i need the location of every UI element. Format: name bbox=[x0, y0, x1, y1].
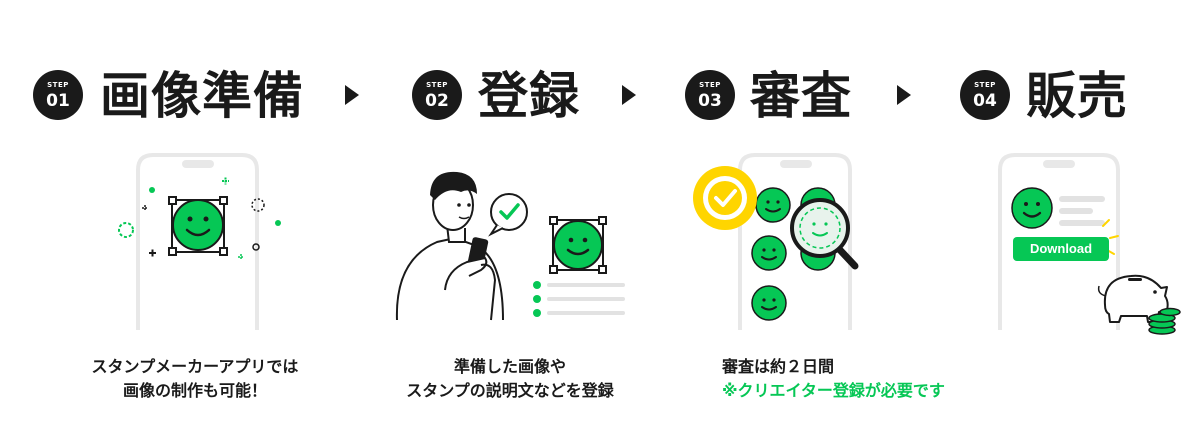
caption-line: 画像の制作も可能！ bbox=[122, 381, 267, 400]
step-number: 04 bbox=[973, 91, 997, 111]
download-button[interactable]: Download bbox=[1013, 237, 1109, 261]
step-01-badge: STEP 01 bbox=[33, 70, 83, 120]
step-02-illustration bbox=[395, 171, 625, 321]
step-03-badge: STEP 03 bbox=[685, 70, 735, 120]
arrow-right-icon bbox=[345, 85, 359, 105]
step-03-caption: 審査は約２日間 ※クリエイター登録が必要です bbox=[722, 355, 1022, 403]
step-number: 01 bbox=[46, 91, 70, 111]
download-button-label: Download bbox=[1029, 241, 1093, 256]
step-04-title: 販売 bbox=[1026, 67, 1128, 125]
step-01-title: 画像準備 bbox=[100, 67, 304, 125]
arrow-right-icon bbox=[897, 85, 911, 105]
step-01-caption: スタンプメーカーアプリでは 画像の制作も可能！ bbox=[62, 355, 328, 403]
caption-line: スタンプメーカーアプリでは bbox=[91, 357, 299, 376]
step-number: 03 bbox=[698, 91, 722, 111]
arrow-right-icon bbox=[622, 85, 636, 105]
step-03-title: 審査 bbox=[750, 67, 852, 125]
step-02-badge: STEP 02 bbox=[412, 70, 462, 120]
step-label: STEP bbox=[47, 81, 69, 89]
step-label: STEP bbox=[699, 81, 721, 89]
step-04-illustration bbox=[998, 153, 1181, 335]
step-04-badge: STEP 04 bbox=[960, 70, 1010, 120]
registration-note: ※クリエイター登録が必要です bbox=[722, 381, 945, 400]
step-02-caption: 準備した画像や スタンプの説明文などを登録 bbox=[370, 355, 650, 403]
step-label: STEP bbox=[426, 81, 448, 89]
step-03-illustration bbox=[693, 153, 859, 330]
step-01-illustration bbox=[118, 153, 281, 330]
step-label: STEP bbox=[974, 81, 996, 89]
caption-line: 準備した画像や bbox=[453, 357, 566, 376]
caption-line: 審査は約２日間 bbox=[722, 357, 835, 376]
step-number: 02 bbox=[425, 91, 449, 111]
caption-line: スタンプの説明文などを登録 bbox=[406, 381, 614, 400]
step-02-title: 登録 bbox=[478, 67, 580, 125]
